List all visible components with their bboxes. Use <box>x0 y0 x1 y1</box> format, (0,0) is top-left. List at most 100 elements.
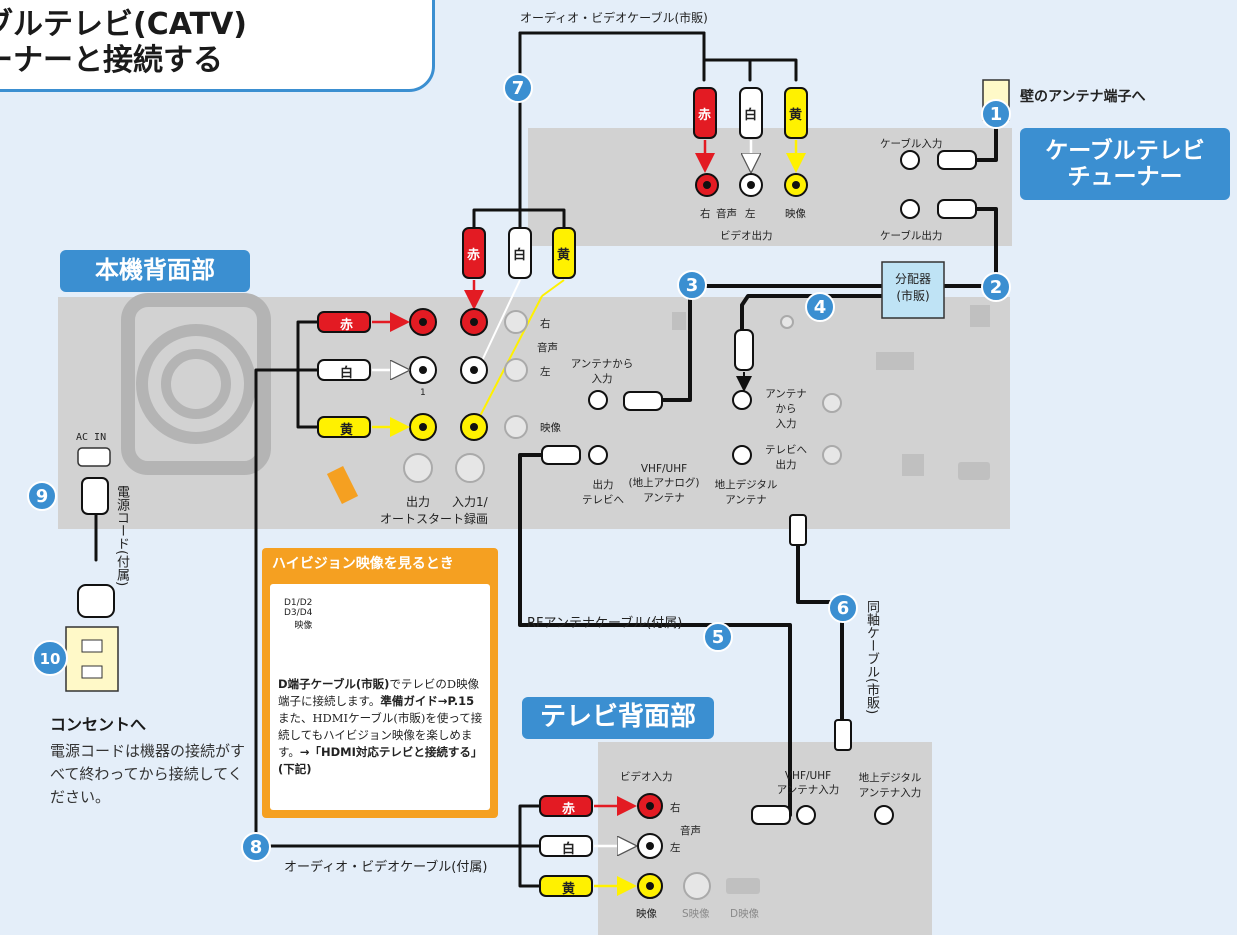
step-badge-7: 7 <box>503 73 533 103</box>
wall-antenna-label: 壁のアンテナ端子へ <box>1020 89 1146 105</box>
unit-auto-start-label: オートスタート録画 <box>380 512 489 526</box>
step-badge-6: 6 <box>828 593 858 623</box>
step-badge-10: 10 <box>32 640 68 676</box>
tv-plug-yellow-letter: 黄 <box>562 882 576 897</box>
unit-right-label: 右 <box>540 318 551 330</box>
unit-left-plugs <box>317 311 410 438</box>
unit-left-label: 左 <box>540 366 551 378</box>
outlet-title: コンセントへ <box>50 715 147 734</box>
cable-step2 <box>943 207 998 288</box>
av-cable-bought-label: オーディオ・ビデオケーブル(市販) <box>520 11 708 25</box>
unit-plug-white-letter: 白 <box>513 248 527 263</box>
d-terminal-label: D1/D2 D3/D4 映像 <box>284 598 313 631</box>
tuner-av-plugs <box>693 87 808 173</box>
outlet-description: 電源コードは機器の接続がすべて終わってから接続してください。 <box>50 742 246 806</box>
hd-text1: でテレビのD映像端子に接続します。 <box>278 677 480 708</box>
main-unit-rear-label: 本機背面部 <box>60 250 250 292</box>
tuner-plug-yellow-letter: 黄 <box>789 108 803 123</box>
step-number-text: 8 <box>250 837 263 858</box>
hd-description: D端子ケーブル(市販)でテレビのD映像端子に接続します。準備ガイド→P.15 ま… <box>278 676 490 778</box>
plug-yellow-letter: 黄 <box>340 423 354 438</box>
tv-right-label: 右 <box>670 802 681 814</box>
tv-plug-red-letter: 赤 <box>562 802 576 817</box>
step-badge-2: 2 <box>981 272 1011 302</box>
hd-info-box: ハイビジョン映像を見るとき <box>262 548 498 818</box>
tv-left-label: 左 <box>670 842 681 854</box>
rf-cable-label: RFアンテナケーブル(付属) <box>527 616 683 631</box>
tuner-right-label: 右 <box>700 208 711 220</box>
tv-plug-white-letter: 白 <box>562 842 576 857</box>
tuner-left-label: 左 <box>745 208 756 220</box>
unit-plug-red-letter: 赤 <box>467 248 481 263</box>
hd-text-bold2: 準備ガイド→P.15 <box>380 694 475 708</box>
tuner-video-label: 映像 <box>785 208 806 220</box>
cable-rf <box>518 453 792 817</box>
tv-audio-label: 音声 <box>680 825 701 837</box>
unit-ac-in-label: AC IN <box>76 432 107 443</box>
catv-tuner-panel <box>528 128 1012 246</box>
page-title-line1: ブルテレビ(CATV) <box>0 7 248 42</box>
power-cord-label: 電源コード(付属) <box>114 485 129 587</box>
tv-video-in-label: ビデオ入力 <box>620 771 673 783</box>
tuner-plug-red-letter: 赤 <box>698 108 712 123</box>
unit-antenna-in2-label: アンテナ から 入力 <box>765 388 807 430</box>
plug-white-letter: 白 <box>340 366 354 381</box>
hd-text-bold3: →「HDMI対応テレビと接続する」(下記) <box>278 745 483 776</box>
step-badge-1: 1 <box>981 99 1011 129</box>
unit-antenna-in-label: アンテナから 入力 <box>570 358 634 385</box>
cable-av-bundle <box>296 320 320 429</box>
tv-plugs <box>539 150 977 900</box>
tv-s-video-label: S映像 <box>682 908 710 920</box>
step-badge-3: 3 <box>677 270 707 300</box>
tuner-plug-white-letter: 白 <box>744 108 758 123</box>
step-badges: 1 2 3 4 5 6 7 8 9 10 <box>27 73 1011 862</box>
tv-d-video-label: D映像 <box>730 908 760 920</box>
av-cable-included-label: オーディオ・ビデオケーブル(付属) <box>284 860 488 875</box>
page-title-line2: ーナーと接続する <box>0 43 223 78</box>
tv-rear-label: テレビ背面部 <box>522 697 714 739</box>
step-badge-5: 5 <box>703 622 733 652</box>
unit-output-label: 出力 <box>406 495 431 509</box>
tv-video-label: 映像 <box>636 908 657 920</box>
unit-input-label: 入力1/ <box>452 495 488 509</box>
step-number-text: 2 <box>990 277 1003 298</box>
fan-icon <box>121 293 271 475</box>
unit-out-to-tv-label: 出力 テレビへ <box>582 479 624 506</box>
unit-av-plugs <box>462 227 576 421</box>
unit-vhf-uhf-label: VHF/UHF (地上アナログ) アンテナ <box>628 463 700 504</box>
tv-digital-in-label: 地上デジタル アンテナ入力 <box>858 772 922 799</box>
tuner-video-out-label: ビデオ出力 <box>720 230 773 242</box>
step-number-text: 6 <box>837 598 850 619</box>
unit-video-label: 映像 <box>540 422 561 434</box>
step-number-text: 4 <box>814 297 827 318</box>
step-number-text: 10 <box>40 650 61 668</box>
splitter-label: 分配器 (市販) <box>894 272 931 303</box>
plug-red-letter: 赤 <box>340 318 354 333</box>
unit-audio-label: 音声 <box>537 342 558 354</box>
step-number-text: 9 <box>36 486 49 507</box>
hd-text-bold1: D端子ケーブル(市販) <box>278 677 390 691</box>
step-number-text: 1 <box>990 104 1003 125</box>
unit-plug-yellow-letter: 黄 <box>557 248 571 263</box>
coax-cable-label: 同軸ケーブル(市販) <box>864 600 879 715</box>
step-number-text: 5 <box>712 627 725 648</box>
cable-step1 <box>973 118 998 162</box>
unit-jacks <box>403 305 990 483</box>
step-number-text: 3 <box>686 275 699 296</box>
step-badge-8: 8 <box>241 832 271 862</box>
step-number-text: 7 <box>512 78 525 99</box>
tuner-audio-label: 音声 <box>716 208 737 220</box>
tuner-jacks <box>695 150 920 219</box>
step-badge-9: 9 <box>27 481 57 511</box>
catv-tuner-label: ケーブルテレビ チューナー <box>1020 128 1230 200</box>
splitter <box>881 261 945 319</box>
unit-digital-label: 地上デジタル アンテナ <box>714 479 778 506</box>
cable-coax <box>796 543 844 722</box>
hd-heading: ハイビジョン映像を見るとき <box>272 556 454 572</box>
tuner-cable-in-label: ケーブル入力 <box>880 138 943 150</box>
tuner-cable-out-label: ケーブル出力 <box>880 230 943 242</box>
unit-one-label: 1 <box>420 388 426 398</box>
step-badge-4: 4 <box>805 292 835 322</box>
hd-text2: また、HDMIケーブル(市販)を使って接続してもハイビジョン映像を楽しめます。 <box>278 711 483 759</box>
